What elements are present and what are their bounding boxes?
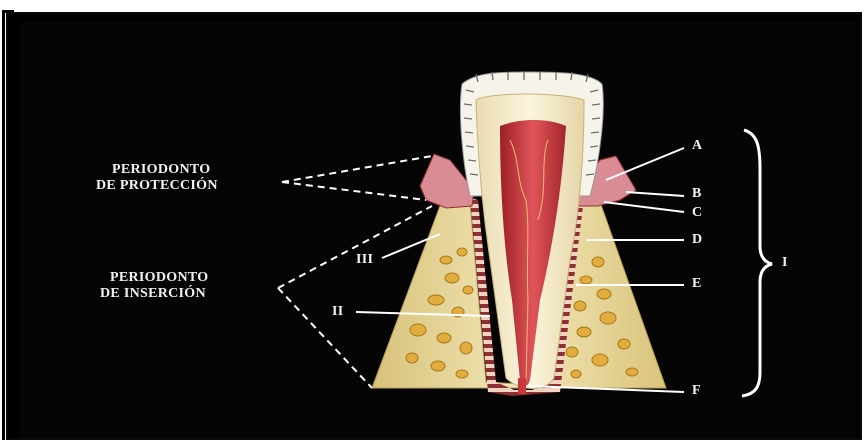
label-iii: III: [356, 252, 373, 267]
label-periodonto-insercion-2: DE INSERCIÓN: [100, 286, 206, 301]
label-a: A: [692, 138, 702, 153]
apical-foramen-vessel: [518, 378, 526, 394]
label-e: E: [692, 276, 702, 291]
label-f: F: [692, 383, 701, 398]
label-periodonto-insercion-1: PERIODONTO: [110, 270, 208, 285]
label-periodonto-proteccion-1: PERIODONTO: [112, 162, 210, 177]
label-b: B: [692, 186, 702, 201]
label-d: D: [692, 232, 702, 247]
label-i: I: [782, 255, 788, 270]
label-c: C: [692, 205, 702, 220]
label-periodonto-proteccion-2: DE PROTECCIÓN: [96, 178, 218, 193]
bracket-i: [742, 130, 772, 396]
label-ii: II: [332, 304, 344, 319]
